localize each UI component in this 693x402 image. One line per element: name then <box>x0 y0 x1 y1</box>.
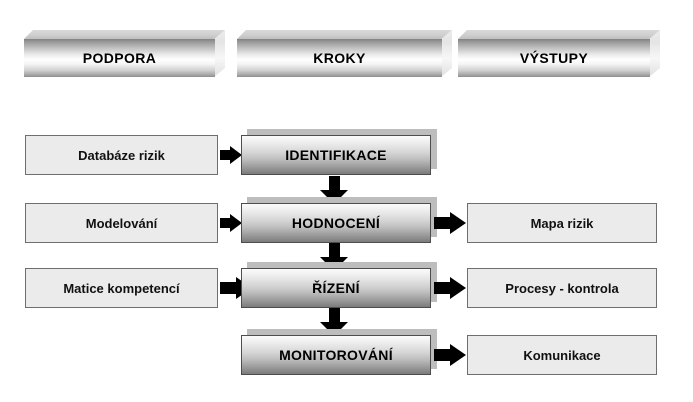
step-box-label: HODNOCENÍ <box>291 215 381 231</box>
banner-face: PODPORA <box>24 39 215 77</box>
support-box-databaze-rizik: Databáze rizik <box>25 135 218 175</box>
banner-label: PODPORA <box>82 50 157 66</box>
support-box-modelovani: Modelování <box>25 203 218 243</box>
support-box-matice-kompetenci: Matice kompetencí <box>25 268 218 308</box>
step-box-label: MONITOROVÁNÍ <box>279 347 393 363</box>
banner-right-face <box>214 30 225 77</box>
step-box-identifikace: IDENTIFIKACE <box>241 135 431 175</box>
step-box-wrap-rizeni: ŘÍZENÍ <box>241 262 437 308</box>
step-box-wrap-hodnoceni: HODNOCENÍ <box>241 197 437 243</box>
arrow-right-icon <box>434 212 466 234</box>
step-box-rizeni: ŘÍZENÍ <box>241 268 431 308</box>
support-box-label: Databáze rizik <box>78 147 165 163</box>
arrow-right-icon <box>434 344 466 366</box>
step-box-label: IDENTIFIKACE <box>285 147 387 163</box>
arrow-right-icon <box>434 277 466 299</box>
step-box-label: ŘÍZENÍ <box>312 280 360 296</box>
step-box-wrap-monitorovani: MONITOROVÁNÍ <box>241 329 437 375</box>
banner-vystupy: VÝSTUPY <box>458 30 660 77</box>
banner-right-face <box>441 30 452 77</box>
banner-top-bevel <box>24 30 225 39</box>
banner-face: VÝSTUPY <box>458 39 650 77</box>
output-box-komunikace: Komunikace <box>467 335 657 375</box>
banner-top-bevel <box>237 30 452 39</box>
support-box-label: Matice kompetencí <box>63 280 180 296</box>
banner-right-face <box>649 30 660 77</box>
banner-top-bevel <box>458 30 660 39</box>
output-box-label: Mapa rizik <box>530 215 594 231</box>
arrow-right-icon <box>220 214 242 232</box>
step-box-monitorovani: MONITOROVÁNÍ <box>241 335 431 375</box>
support-box-label: Modelování <box>85 215 158 231</box>
banner-face: KROKY <box>237 39 442 77</box>
output-box-procesy-kontrola: Procesy - kontrola <box>467 268 657 308</box>
output-box-label: Komunikace <box>523 347 601 363</box>
output-box-mapa-rizik: Mapa rizik <box>467 203 657 243</box>
step-box-wrap-identifikace: IDENTIFIKACE <box>241 129 437 175</box>
banner-podpora: PODPORA <box>24 30 225 77</box>
arrow-right-icon <box>220 146 242 164</box>
banner-kroky: KROKY <box>237 30 452 77</box>
output-box-label: Procesy - kontrola <box>505 280 619 296</box>
banner-label: VÝSTUPY <box>519 50 589 66</box>
banner-label: KROKY <box>313 50 366 66</box>
step-box-hodnoceni: HODNOCENÍ <box>241 203 431 243</box>
